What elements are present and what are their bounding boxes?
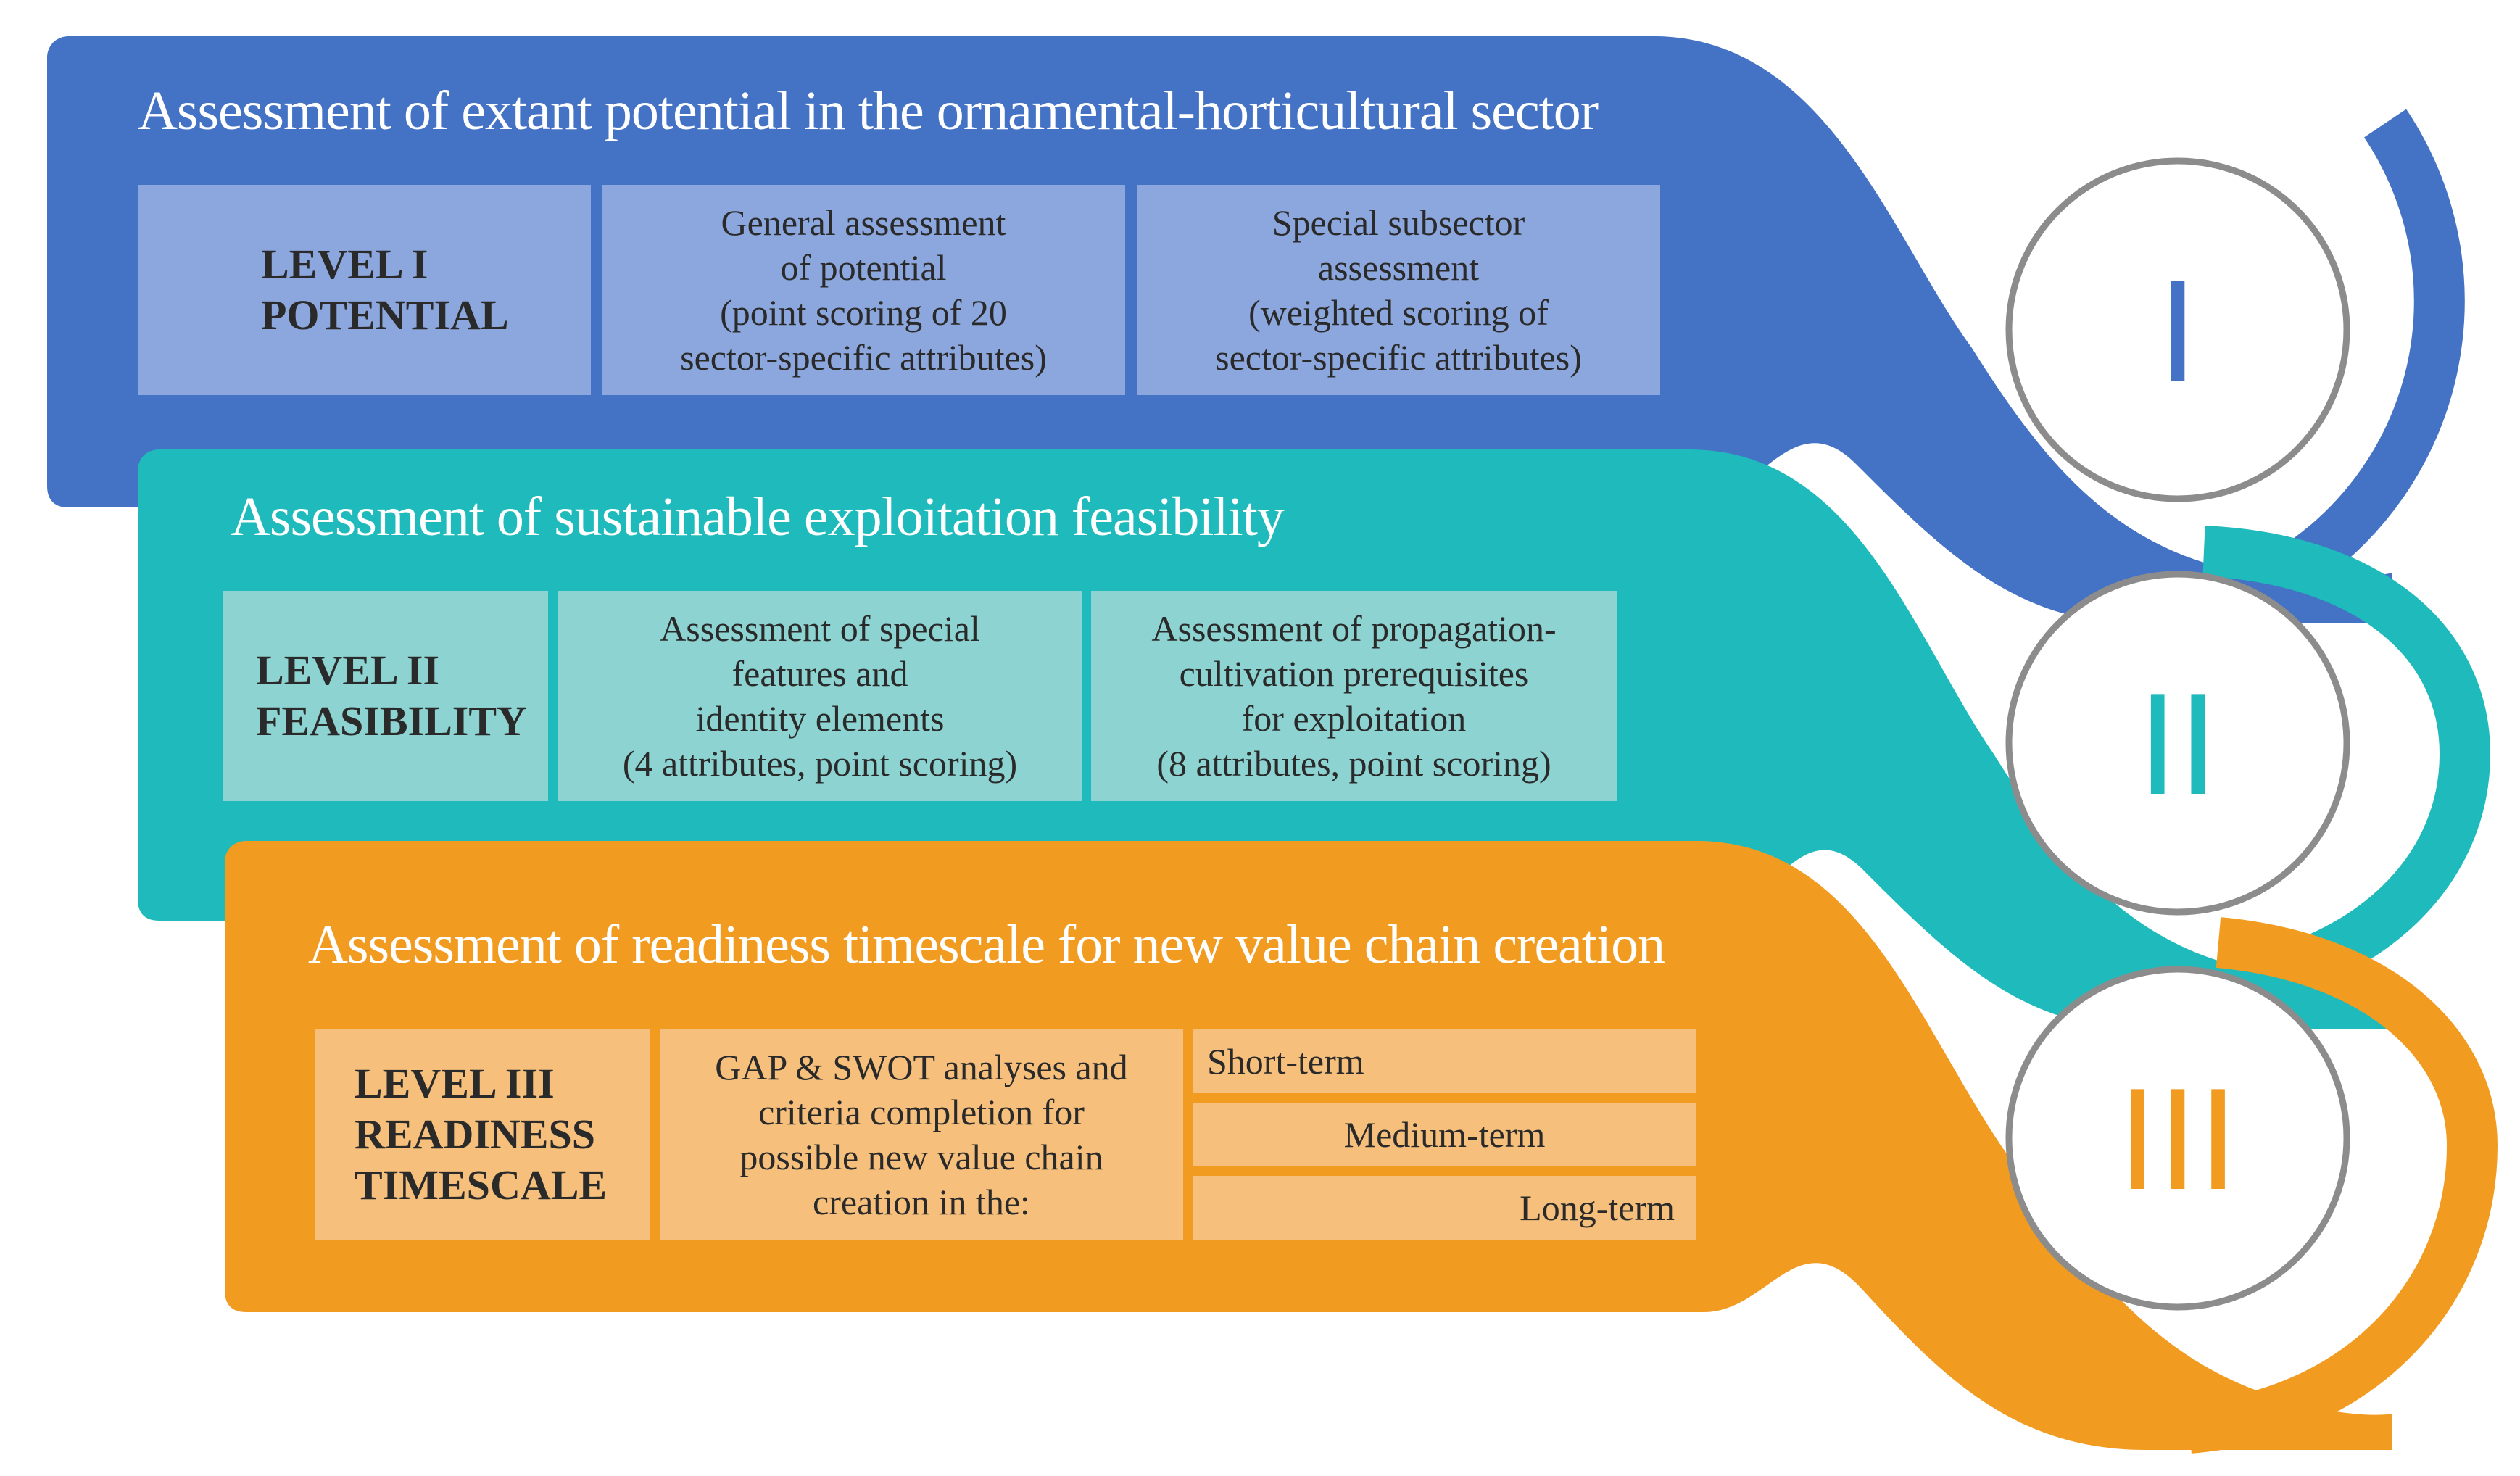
level-3-numeral: III [2118,1058,2239,1220]
level-2-title: Assessment of sustainable exploitation f… [231,486,1285,547]
level-1-box-general: General assessment of potential (point s… [602,185,1125,395]
level-3-term-long: Long-term [1193,1176,1696,1240]
level-1-circle [2005,157,2350,502]
level-2-circle [2005,571,2350,916]
level-3-circle [2005,966,2350,1311]
level-3-label: LEVEL III READINESS TIMESCALE [315,1029,650,1240]
level-1-label: LEVEL I POTENTIAL [138,185,591,395]
level-2-label: LEVEL II FEASIBILITY [223,591,548,801]
level-3-term-medium: Medium-term [1193,1103,1696,1166]
level-2-arc [2202,526,2491,1011]
level-3-title: Assessment of readiness timescale for ne… [308,914,1665,975]
level-2-box-features: Assessment of special features and ident… [558,591,1082,801]
level-1-title: Assessment of extant potential in the or… [138,80,1599,141]
level-2-numeral: II [2137,663,2218,825]
level-3-term-short: Short-term [1193,1029,1696,1093]
level-2-box-propagation: Assessment of propagation- cultivation p… [1091,591,1617,801]
level-1-numeral: I [2158,250,2198,412]
level-3-box-gap-swot: GAP & SWOT analyses and criteria complet… [660,1029,1183,1240]
level-3-arc [2187,917,2498,1454]
level-1-box-special: Special subsector assessment (weighted s… [1137,185,1660,395]
